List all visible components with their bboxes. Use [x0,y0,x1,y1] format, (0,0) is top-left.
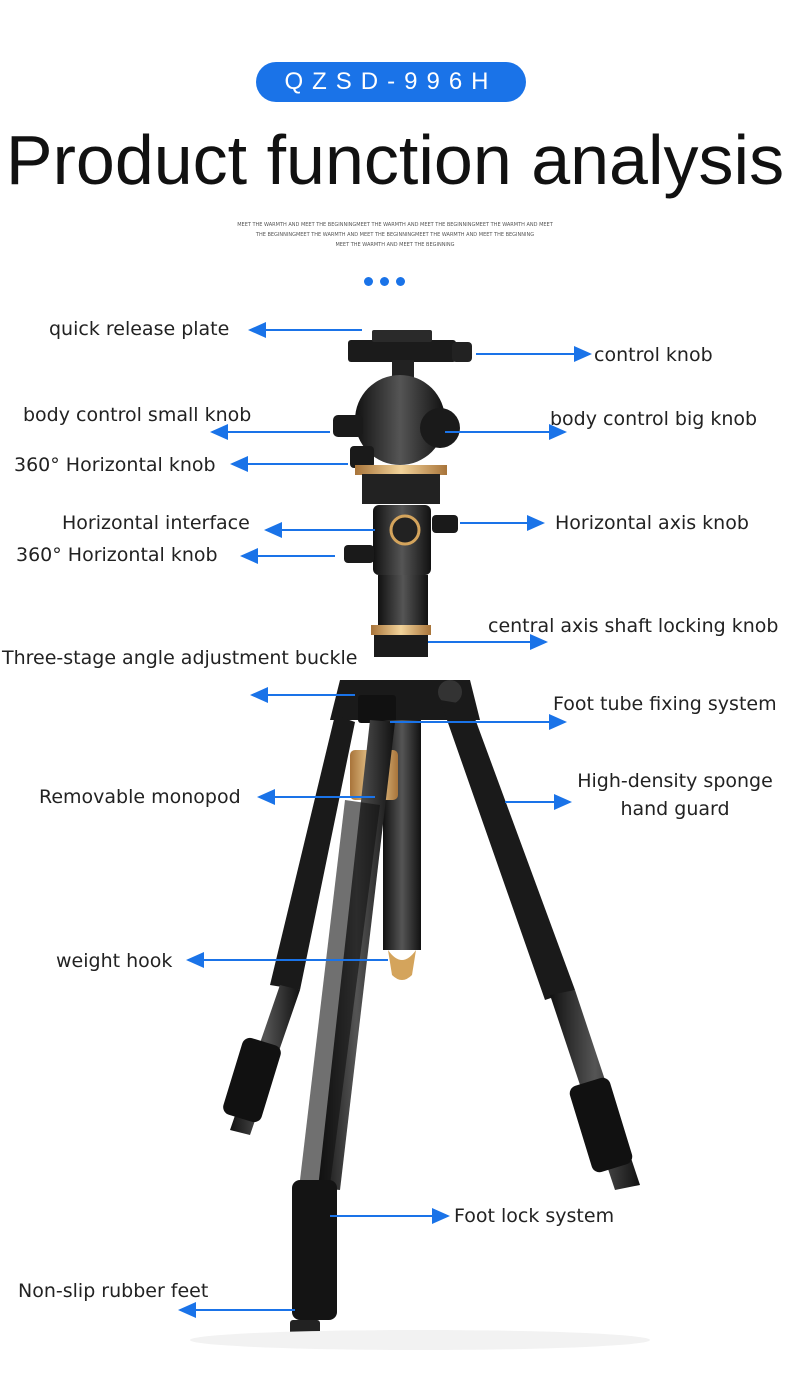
label-weight-hook: weight hook [56,950,173,972]
label-body-control-small-knob: body control small knob [23,404,252,426]
dot-icon [396,277,405,286]
tagline-line-3: MEET THE WARMTH AND MEET THE BEGINNING [335,242,455,248]
right-leg [440,700,640,1190]
callout-arrows [178,322,592,1318]
label-central-axis: central axis shaft locking knob [488,615,779,637]
label-foot-tube: Foot tube fixing system [553,693,777,715]
tagline-line-2: THE BEGINNINGMEET THE WARMTH AND MEET TH… [255,232,535,238]
dot-icon [364,277,373,286]
left-leg [223,715,355,1135]
separator-dots [364,271,412,290]
floor-shadow [190,1330,650,1350]
label-control-knob: control knob [594,344,713,366]
dot-icon [380,277,389,286]
label-horizontal-axis-knob: Horizontal axis knob [555,512,749,534]
label-sponge-line-2: hand guard [620,798,730,820]
label-angle-buckle: Three-stage angle adjustment buckle [2,647,358,669]
label-horizontal-knob-upper: 360° Horizontal knob [14,454,216,476]
label-foot-lock: Foot lock system [454,1205,615,1227]
label-horizontal-interface: Horizontal interface [62,512,250,534]
leg-hub [330,680,480,723]
quick-release-plate [348,330,472,362]
label-quick-release-plate: quick release plate [49,318,230,340]
front-leg [290,720,395,1338]
label-body-control-big-knob: body control big knob [550,408,758,430]
ball-head [333,360,460,504]
page-title: Product function analysis [5,121,785,199]
horizontal-interface [344,505,458,625]
model-badge: QZSD-996H [256,62,526,102]
center-column-collar [371,625,431,657]
label-monopod: Removable monopod [39,786,241,808]
label-horizontal-knob-lower: 360° Horizontal knob [16,544,218,566]
label-rubber-feet: Non-slip rubber feet [18,1280,209,1302]
label-sponge-line-1: High-density sponge [577,770,773,792]
tagline-line-1: MEET THE WARMTH AND MEET THE BEGINNINGME… [237,222,553,228]
